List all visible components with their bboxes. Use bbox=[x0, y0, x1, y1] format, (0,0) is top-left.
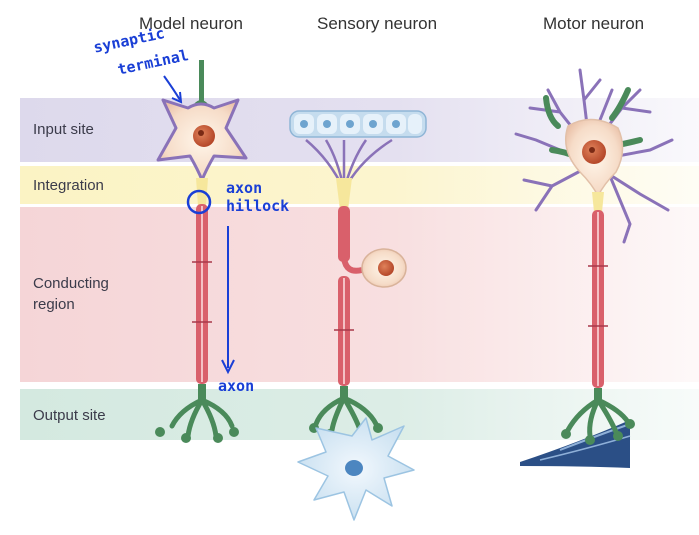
sensory-neuron-title: Sensory neuron bbox=[317, 14, 438, 33]
sensory-nucleus bbox=[378, 260, 394, 276]
sensory-neuron bbox=[289, 110, 427, 521]
motor-neuron-title: Motor neuron bbox=[543, 14, 645, 33]
sensory-peripheral-axon bbox=[338, 206, 350, 262]
hillock-annotation-line1: axon bbox=[226, 179, 263, 197]
motor-input-terminal-2 bbox=[609, 87, 631, 121]
hillock-annotation-line2: hillock bbox=[226, 197, 290, 215]
model-neuron bbox=[155, 60, 248, 443]
motor-axon-terminals bbox=[565, 397, 631, 439]
synaptic-pointer-arrow bbox=[163, 75, 181, 101]
motor-neuron bbox=[514, 68, 674, 468]
integration-label: Integration bbox=[33, 177, 104, 194]
model-nucleus bbox=[193, 125, 215, 147]
ink-annotations bbox=[163, 75, 235, 375]
axon-annotation: axon bbox=[218, 377, 255, 395]
model-neuron-title: Model neuron bbox=[139, 14, 243, 33]
conducting-region-band bbox=[20, 207, 699, 382]
input-site-label: Input site bbox=[33, 121, 94, 138]
model-presynaptic-axon bbox=[199, 60, 204, 104]
hillock-circle bbox=[186, 189, 212, 215]
model-nucleolus bbox=[198, 130, 204, 136]
output-site-label: Output site bbox=[33, 407, 106, 424]
sensory-receptor-cells bbox=[289, 110, 427, 138]
target-cell-nucleus bbox=[345, 460, 363, 476]
model-axon-terminals bbox=[169, 397, 235, 439]
motor-input-terminal-1 bbox=[543, 95, 561, 129]
motor-axon-hillock bbox=[592, 192, 604, 212]
conducting-label-line1: Conducting bbox=[33, 275, 109, 292]
sensory-dendrites bbox=[305, 138, 393, 191]
sensory-axon-terminals bbox=[313, 395, 379, 433]
conducting-label-line2: region bbox=[33, 296, 75, 313]
sensory-integration-zone bbox=[336, 178, 352, 210]
